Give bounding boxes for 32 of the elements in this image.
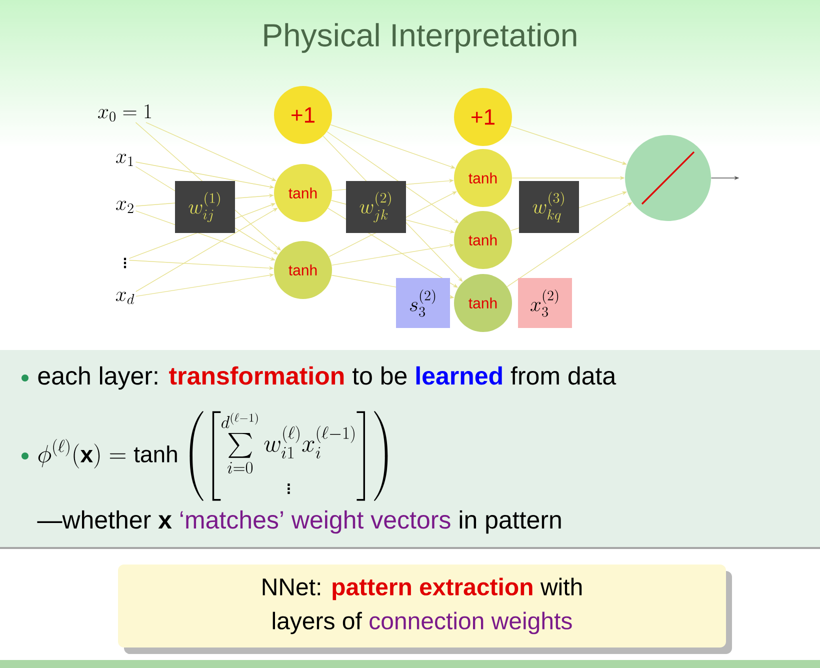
label: transformation bbox=[169, 366, 344, 385]
label: to be bbox=[352, 366, 407, 385]
bullet-text: each layer: transformation to be learned from data bbox=[38, 366, 616, 390]
label: learned bbox=[416, 366, 502, 385]
input-label: $x_1$ bbox=[116, 154, 133, 166]
signal-label: $s_3^{(2)}$ bbox=[396, 278, 450, 328]
tanh-neuron: tanh bbox=[454, 211, 512, 269]
label: —whether bbox=[37, 510, 151, 529]
tanh-neuron: tanh bbox=[274, 164, 332, 222]
tanh-neuron: tanh bbox=[274, 241, 332, 299]
bias-neuron: +1 bbox=[454, 88, 512, 146]
formula: $\phi^{(\ell)}(\mathbf{x}) = \tanh\left(\begin{bmatrix} \sum\limits_{i=0}^{d^{(\ell-1)}} w_{i1}^{(\ell)} x_i^{(\ell-1)} \\ \vdots \end{bmatrix}\right)$ bbox=[38, 411, 388, 501]
label: from data bbox=[510, 366, 616, 385]
label: in pattern bbox=[460, 510, 561, 534]
input-label: $x_2$ bbox=[116, 200, 134, 214]
output-value-label: $x_3^{(2)}$ bbox=[518, 278, 572, 328]
tanh-neuron: tanh bbox=[454, 149, 512, 207]
output-neuron bbox=[625, 135, 711, 221]
vertical-dots: $\vdots$ bbox=[124, 258, 126, 268]
weight-label: $w_{kq}^{(3)}$ bbox=[519, 181, 579, 233]
callout-box: NNet: pattern extraction with layers of connection weights bbox=[118, 564, 732, 654]
input-label: $x_d$ bbox=[116, 292, 134, 304]
label: each layer: bbox=[38, 366, 158, 390]
input-label: $x_0 = 1$ bbox=[98, 104, 151, 122]
label: ‘matches’ weight vectors bbox=[180, 510, 450, 534]
label: x bbox=[158, 515, 172, 528]
weight-label: $w_{jk}^{(2)}$ bbox=[346, 181, 406, 233]
bullet-text: —whether x ‘matches’ weight vectors in pattern bbox=[37, 510, 561, 534]
tanh-neuron: tanh bbox=[454, 274, 512, 332]
bias-neuron: +1 bbox=[274, 86, 332, 144]
weight-label: $w_{ij}^{(1)}$ bbox=[175, 181, 235, 233]
slide-title: Physical Interpretation bbox=[264, 23, 576, 53]
